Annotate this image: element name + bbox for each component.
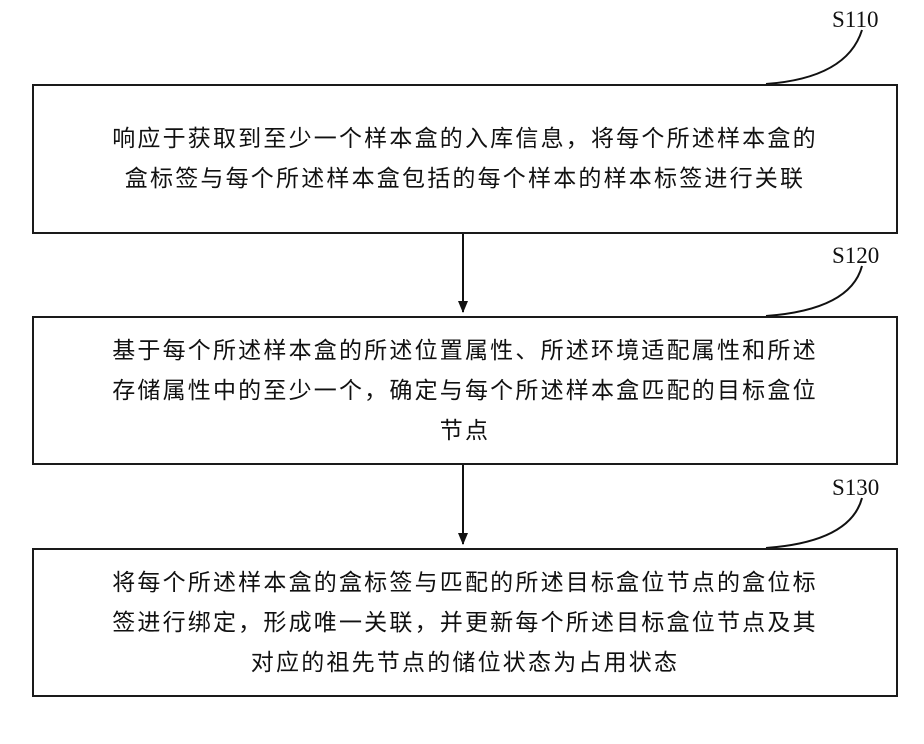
s110-label-leader (766, 30, 862, 84)
s120-label-leader (766, 266, 862, 316)
step-s120-line-3: 节点 (440, 411, 490, 451)
step-s110-line-2: 盒标签与每个所述样本盒包括的每个样本的样本标签进行关联 (125, 159, 805, 199)
step-s130-line-3: 对应的祖先节点的储位状态为占用状态 (251, 643, 679, 683)
step-box-s130: 将每个所述样本盒的盒标签与匹配的所述目标盒位节点的盒位标 签进行绑定，形成唯一关… (32, 548, 898, 697)
step-s120-line-2: 存储属性中的至少一个，确定与每个所述样本盒匹配的目标盒位 (112, 371, 818, 411)
step-box-s120: 基于每个所述样本盒的所述位置属性、所述环境适配属性和所述 存储属性中的至少一个，… (32, 316, 898, 465)
step-s120-line-1: 基于每个所述样本盒的所述位置属性、所述环境适配属性和所述 (112, 331, 818, 371)
step-label-s130: S130 (832, 476, 879, 500)
step-box-s110: 响应于获取到至少一个样本盒的入库信息，将每个所述样本盒的 盒标签与每个所述样本盒… (32, 84, 898, 234)
step-label-s120: S120 (832, 244, 879, 268)
step-label-s110: S110 (832, 8, 878, 32)
step-s130-line-2: 签进行绑定，形成唯一关联，并更新每个所述目标盒位节点及其 (112, 603, 818, 643)
step-s130-line-1: 将每个所述样本盒的盒标签与匹配的所述目标盒位节点的盒位标 (112, 563, 818, 603)
step-s110-line-1: 响应于获取到至少一个样本盒的入库信息，将每个所述样本盒的 (112, 119, 818, 159)
s130-label-leader (766, 498, 862, 548)
